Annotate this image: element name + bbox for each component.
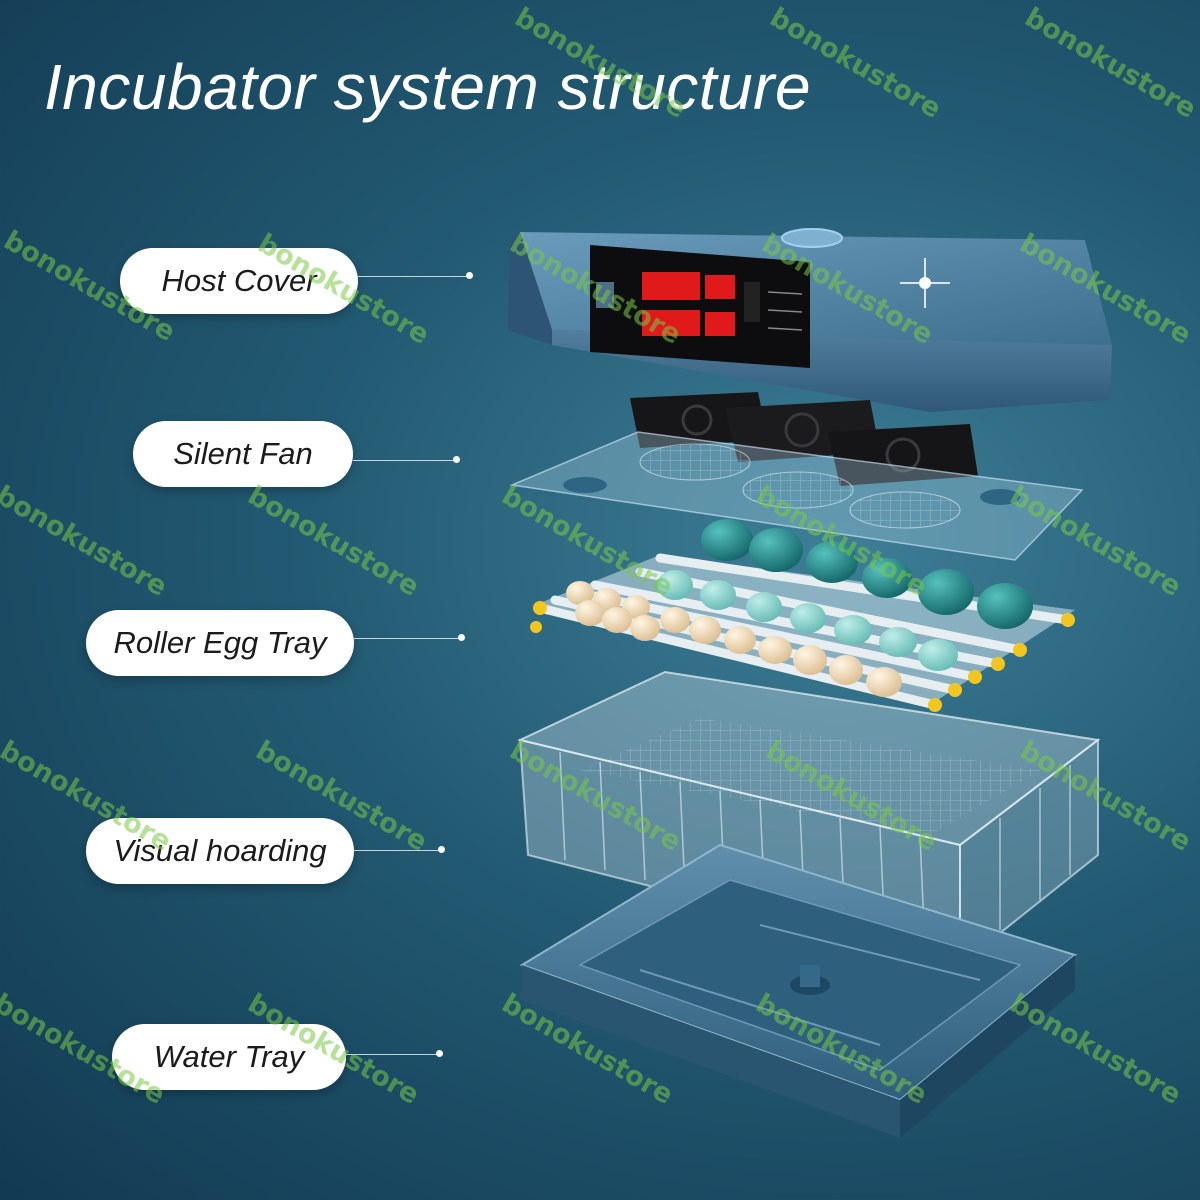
leader-line <box>353 460 455 461</box>
led-display <box>642 272 700 300</box>
leader-dot <box>466 272 473 279</box>
label-silent-fan: Silent Fan <box>133 421 353 487</box>
leader-line <box>354 850 440 851</box>
host-cover <box>508 228 1112 412</box>
label-host-cover: Host Cover <box>120 248 358 314</box>
water-tray <box>519 843 1078 1138</box>
leader-line <box>354 638 460 639</box>
fan-icon <box>828 424 978 486</box>
fan-mesh-plate <box>509 431 1084 561</box>
leader-dot <box>453 456 460 463</box>
silent-fans <box>630 392 978 486</box>
label-visual-hoarding: Visual hoarding <box>86 818 354 884</box>
label-roller-egg-tray: Roller Egg Tray <box>86 610 354 676</box>
roller-egg-tray <box>530 519 1075 712</box>
leader-dot <box>436 1050 443 1057</box>
page-title: Incubator system structure <box>44 51 812 123</box>
egg-icon <box>701 519 1033 629</box>
label-water-tray: Water Tray <box>112 1024 346 1090</box>
leader-line <box>358 276 468 277</box>
leader-dot <box>438 846 445 853</box>
leader-line <box>346 1054 438 1055</box>
leader-dot <box>458 634 465 641</box>
